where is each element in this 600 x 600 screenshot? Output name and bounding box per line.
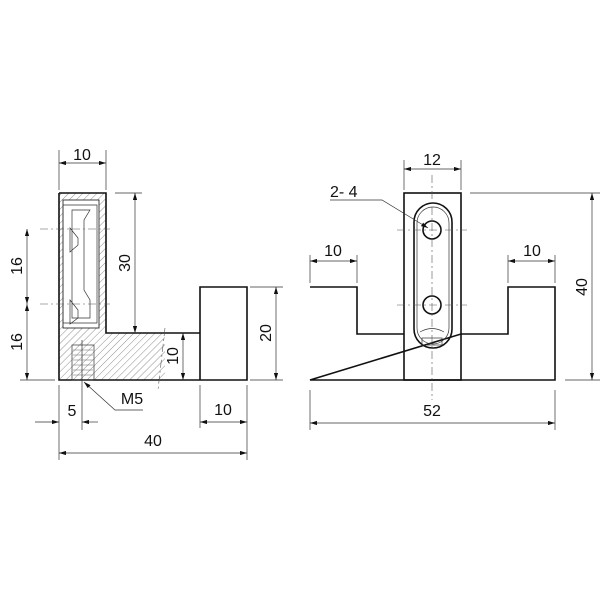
- hole-label: 2- 4: [330, 184, 358, 201]
- thread-label: M5: [121, 391, 143, 408]
- dim-center-width: 12: [423, 152, 441, 169]
- dim-pitch-lower: 16: [9, 333, 26, 351]
- dim-total-length: 40: [144, 433, 162, 450]
- front-view: 12 2- 4 10 10 40 52: [309, 152, 600, 430]
- dim-block-height: 20: [258, 324, 275, 342]
- side-view: 10 30 16 16 10 20 5 10 40 M5: [9, 147, 283, 460]
- dim-pitch-upper: 16: [9, 257, 26, 275]
- dim-height: 40: [574, 278, 591, 296]
- thread-hole: [71, 344, 95, 381]
- dim-left-step: 10: [324, 243, 342, 260]
- dim-block-width: 10: [214, 402, 232, 419]
- dim-right-step: 10: [523, 243, 541, 260]
- dim-top-width: 10: [73, 147, 91, 164]
- dim-height-30: 30: [117, 254, 134, 272]
- dim-total-width: 52: [423, 403, 441, 420]
- dim-offset: 5: [68, 403, 77, 420]
- dim-base-height: 10: [165, 347, 182, 365]
